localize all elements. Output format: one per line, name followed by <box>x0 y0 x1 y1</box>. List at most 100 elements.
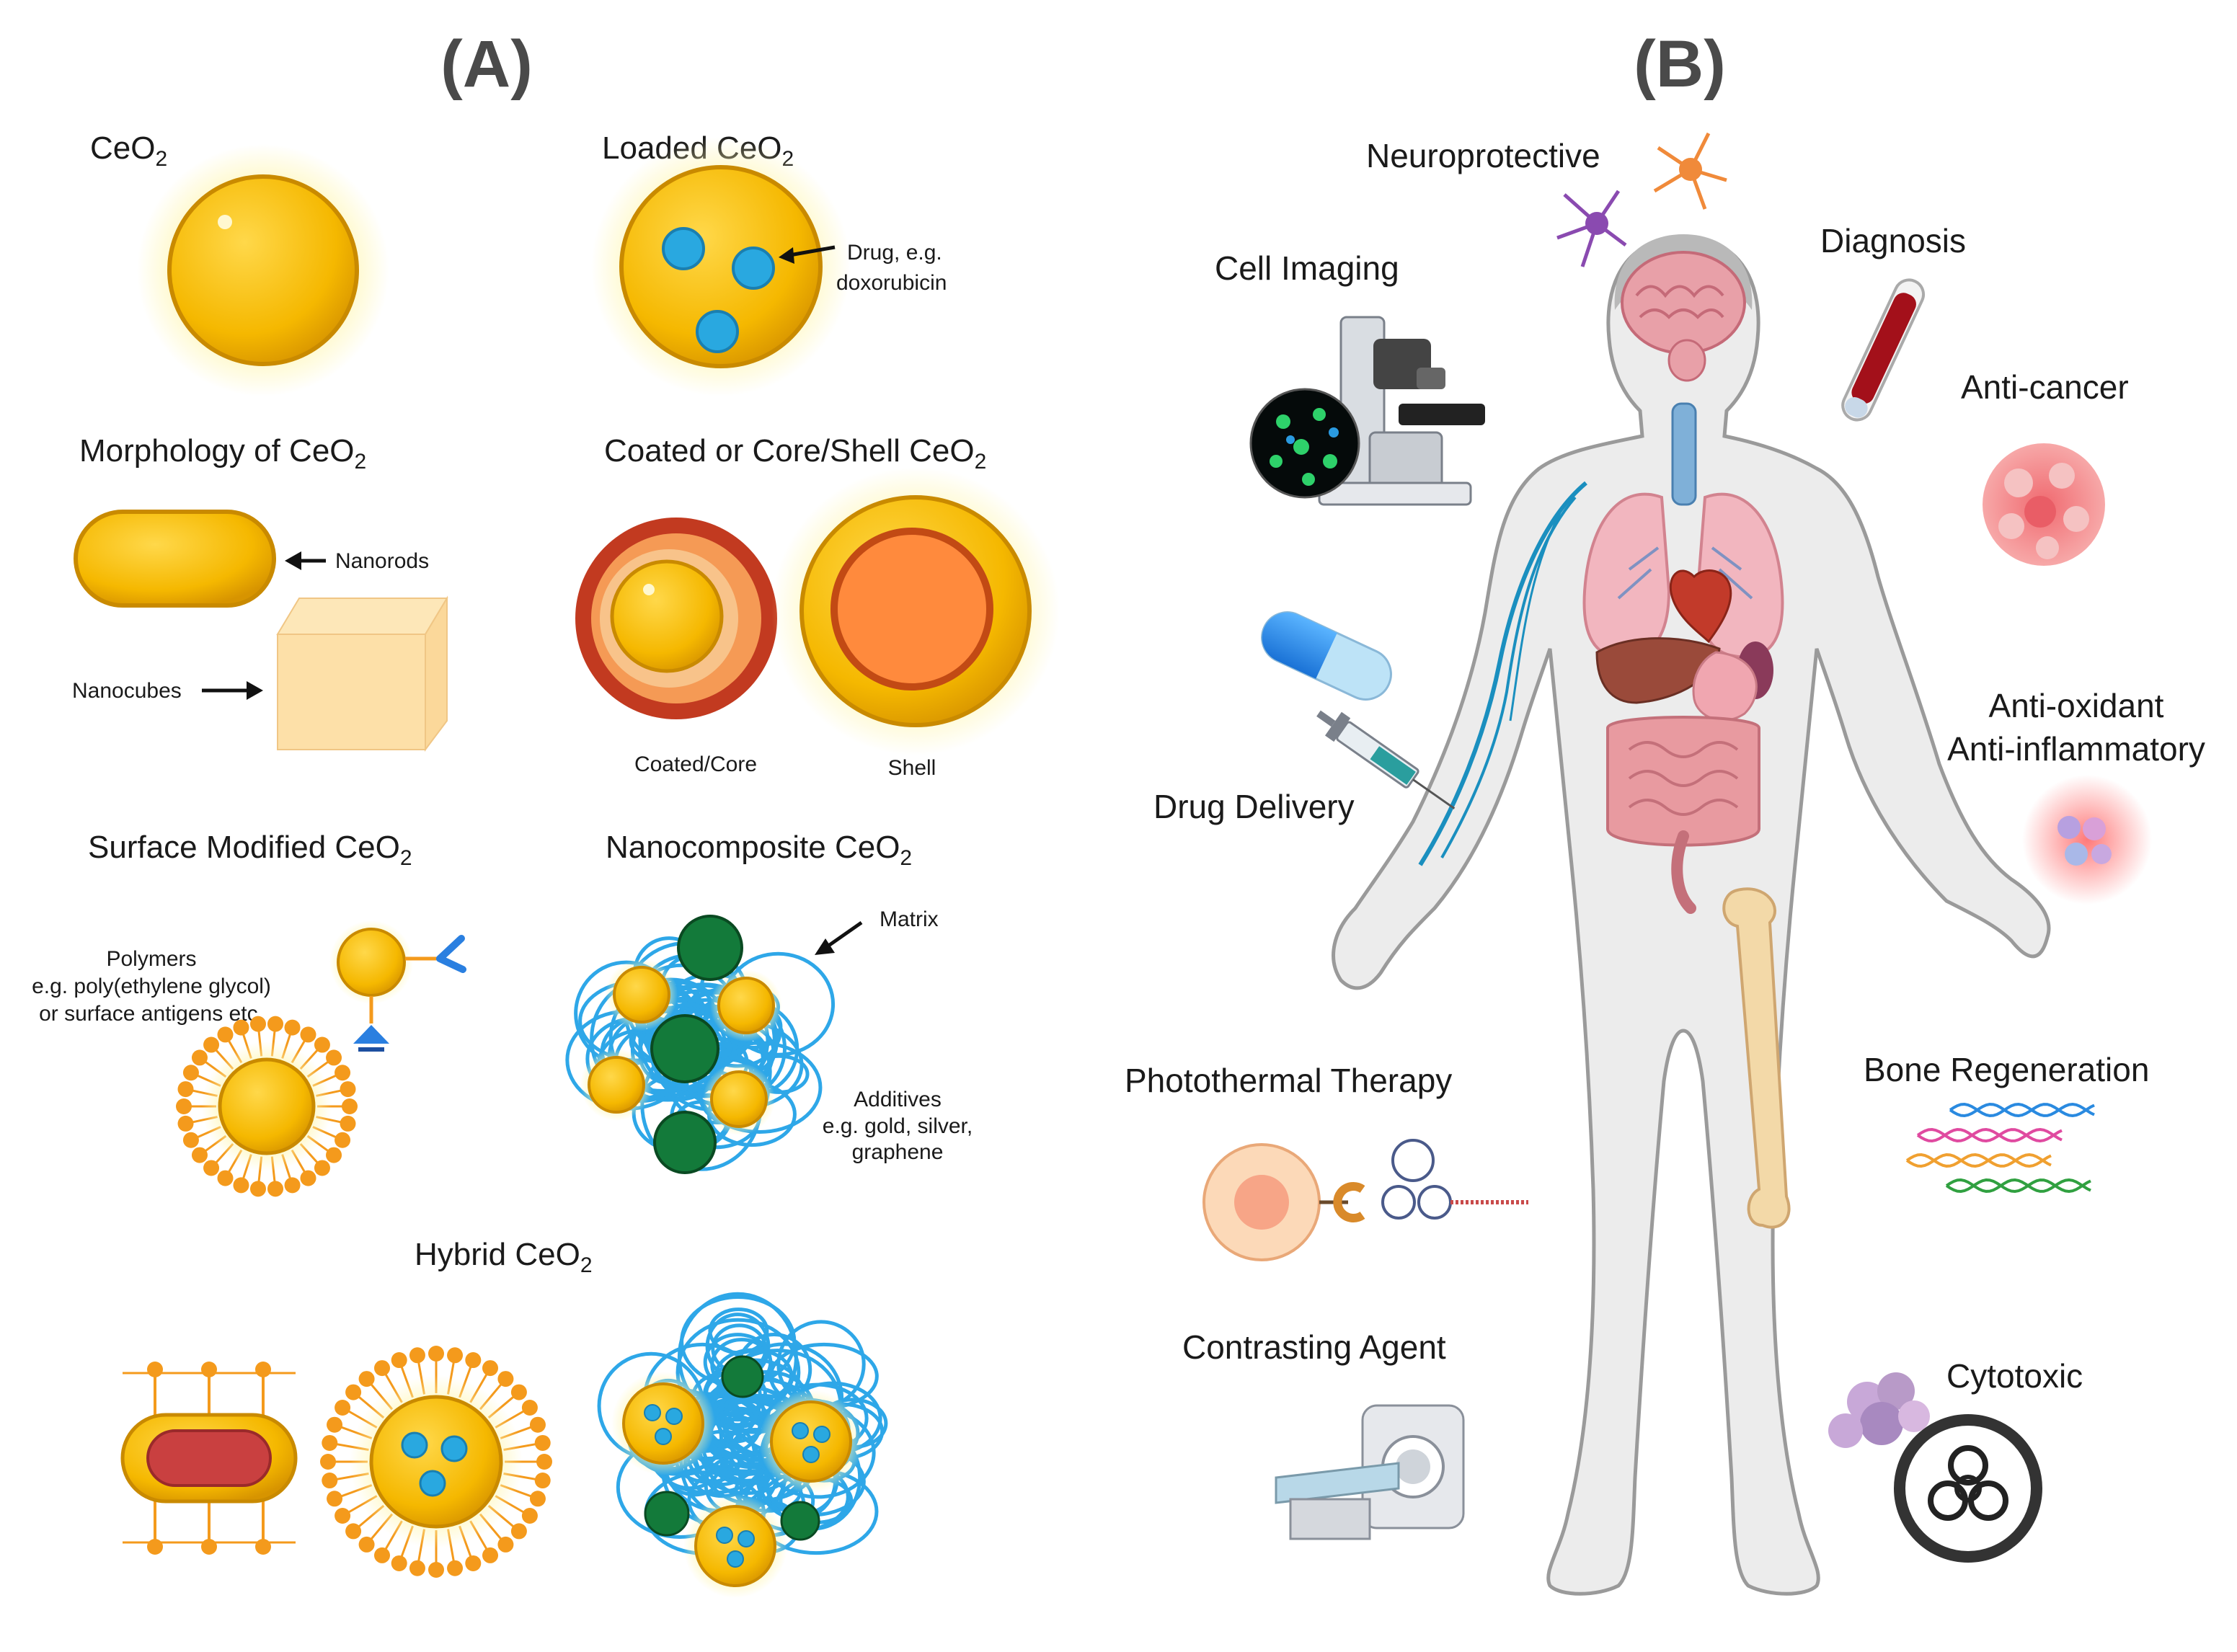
femur <box>1722 887 1791 1229</box>
anti-oxidant-label: Anti-oxidant <box>1989 687 2164 724</box>
ceo2-label: CeO2 <box>90 130 167 171</box>
photothermal-label: Photothermal Therapy <box>1125 1062 1452 1099</box>
ceo2-highlight <box>218 215 232 229</box>
body-silhouette <box>1332 236 2051 1596</box>
drug-molecule <box>716 1527 733 1544</box>
inflammation-icon <box>2022 775 2152 905</box>
arm-vein <box>1440 496 1577 858</box>
bronchi <box>1617 546 1753 600</box>
lipid-head <box>536 1454 552 1470</box>
matrix-label: Matrix <box>880 907 939 931</box>
lipid-head <box>327 1416 343 1433</box>
additive-particle <box>721 1355 764 1398</box>
drug-molecule <box>662 227 705 270</box>
nanocubes-label: Nanocubes <box>72 679 182 703</box>
dna-icon <box>1905 1102 2095 1194</box>
drug-molecule <box>732 247 775 290</box>
lipid-head <box>465 1352 482 1369</box>
lipid-head <box>203 1036 220 1053</box>
cerebellum <box>1667 339 1706 382</box>
lipid-head <box>374 1547 390 1563</box>
micelle <box>176 1016 358 1197</box>
ceria-particle <box>588 1056 645 1114</box>
matrix-arrow <box>824 920 863 950</box>
lipid-head <box>320 1454 336 1470</box>
matrix-fiber <box>708 1307 769 1355</box>
drug-molecule <box>401 1431 428 1459</box>
lipid-head <box>391 1352 407 1369</box>
loaded-section: Loaded CeO2 Drug, e.g. doxorubicin <box>591 130 947 396</box>
nanocube-top <box>276 598 448 635</box>
intestine-coils <box>1628 741 1739 816</box>
trachea <box>1671 402 1697 506</box>
ceria-particle <box>622 1382 704 1465</box>
lipid-head <box>534 1473 551 1489</box>
heart <box>1669 569 1732 644</box>
lipid-head <box>314 1160 330 1176</box>
nanorods-label: Nanorods <box>335 549 429 573</box>
polymer-matrix <box>565 915 836 1174</box>
dna-strand <box>1945 1178 2091 1193</box>
lipid-head <box>217 1026 234 1043</box>
lipid-head <box>497 1371 514 1387</box>
diagnosis-label: Diagnosis <box>1820 222 1966 259</box>
matrix-arrowhead <box>815 938 835 955</box>
drug-label-line2: doxorubicin <box>836 271 947 295</box>
morphology-section: Morphology of CeO2 Nanorods Nanocubes <box>72 433 448 752</box>
lipid-head <box>249 1016 266 1032</box>
lipid-head <box>335 1508 351 1524</box>
dna-strand <box>1905 1153 2052 1168</box>
lipid-head <box>482 1547 498 1563</box>
additives-line3: graphene <box>852 1140 944 1164</box>
coated-section: Coated or Core/Shell CeO2 Coated/Core Sh… <box>575 433 1060 780</box>
additive-particle <box>653 1111 717 1174</box>
dna-strand <box>1949 1102 2095 1117</box>
nanocomposite-label: Nanocomposite CeO2 <box>606 830 912 870</box>
lipid-head <box>510 1523 527 1540</box>
surface-section: Surface Modified CeO2 Polymers e.g. poly… <box>32 830 466 1197</box>
lipid-head <box>147 1362 163 1377</box>
drug-molecule <box>737 1530 755 1547</box>
bone-regeneration-label: Bone Regeneration <box>1864 1051 2149 1088</box>
lipid-head <box>326 1147 342 1163</box>
additive-particle <box>677 915 743 981</box>
lipid-head <box>497 1536 514 1553</box>
shell-core <box>830 528 993 690</box>
lipid-head <box>374 1360 390 1377</box>
hybrid-liposome <box>320 1346 552 1578</box>
blood-tube-icon <box>1841 278 1926 422</box>
cytotoxic-cells-icon <box>1828 1372 1930 1448</box>
lipid-head <box>428 1562 444 1578</box>
lipid-head <box>233 1177 249 1194</box>
drug-arrowhead <box>779 247 794 264</box>
lipid-head <box>191 1049 208 1066</box>
lipid-head <box>447 1560 464 1576</box>
lipid-head <box>345 1523 362 1540</box>
lipid-head <box>327 1491 343 1507</box>
panel-b-letter: (B) <box>1634 27 1726 101</box>
surface-note-line2: e.g. poly(ethylene glycol) <box>32 974 271 998</box>
additive-particle <box>780 1501 820 1541</box>
lipid-head <box>177 1115 194 1132</box>
nanorod-arrowhead <box>285 551 301 570</box>
lipid-head <box>510 1384 527 1400</box>
lipid-head <box>482 1360 498 1377</box>
lipid-head <box>447 1347 464 1364</box>
anti-inflammatory-label: Anti-inflammatory <box>1947 730 2205 768</box>
lipid-head <box>521 1400 538 1416</box>
drug-arrow <box>785 245 836 258</box>
nanorod <box>74 510 276 608</box>
dna-strand <box>1905 1153 2052 1168</box>
additives-line2: e.g. gold, silver, <box>823 1114 973 1138</box>
lipid-head <box>326 1049 342 1066</box>
lipid-head <box>340 1081 356 1098</box>
drug-molecule <box>813 1426 830 1443</box>
lipid-head <box>340 1115 356 1132</box>
antibody-icon <box>436 935 466 973</box>
lipid-head <box>255 1362 271 1377</box>
lipid-head <box>191 1147 208 1163</box>
antigen-icon <box>353 1025 389 1044</box>
lipid-head <box>345 1384 362 1400</box>
lipid-head <box>529 1491 546 1507</box>
photothermal-icon <box>1202 1139 1528 1261</box>
